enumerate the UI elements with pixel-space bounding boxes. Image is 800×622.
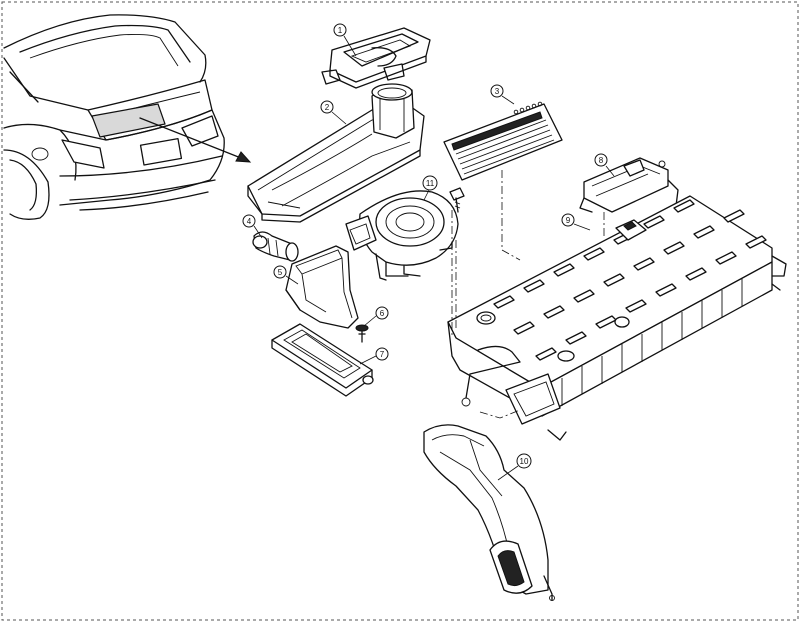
location-arrow: [139, 117, 247, 161]
callout-1: 1: [333, 23, 347, 37]
callout-number: 10: [520, 457, 529, 466]
part-5-lower-duct: [285, 245, 359, 329]
callout-7: 7: [375, 347, 389, 361]
part-9-battery-pack: [447, 195, 787, 441]
callout-number: 7: [380, 350, 385, 359]
callout-number: 6: [380, 309, 385, 318]
callout-number: 4: [247, 217, 252, 226]
callout-2: 2: [320, 100, 334, 114]
part-7-lower-grille: [271, 323, 374, 397]
part-11-blower-fan: [345, 190, 459, 281]
part-2-upper-air-duct: [247, 83, 425, 223]
trunk-highlight: [91, 103, 166, 138]
callout-number: 1: [338, 26, 343, 35]
callout-6: 6: [375, 306, 389, 320]
callout-number: 9: [566, 216, 571, 225]
part-8-junction-block: [579, 157, 687, 213]
part-1-inlet-duct-cover: [321, 27, 431, 89]
vehicle-rear-view: [3, 14, 252, 220]
bolt: [449, 187, 465, 213]
callout-5: 5: [273, 265, 287, 279]
callout-9: 9: [561, 213, 575, 227]
callout-number: 8: [599, 156, 604, 165]
callout-4: 4: [242, 214, 256, 228]
leader-lines: [253, 35, 615, 481]
callout-number: 3: [495, 87, 500, 96]
part-4-elbow-hose: [252, 231, 299, 262]
part-6-clip: [355, 324, 369, 343]
callout-number: 5: [278, 268, 283, 277]
callout-3: 3: [490, 84, 504, 98]
callout-10: 10: [516, 453, 532, 469]
part-10-exhaust-duct: [423, 424, 555, 601]
callout-8: 8: [594, 153, 608, 167]
callout-11: 11: [422, 175, 438, 191]
alignment-lines: [451, 170, 605, 419]
callout-number: 2: [325, 103, 330, 112]
part-3-caution-label: [443, 101, 563, 181]
callout-number: 11: [426, 179, 435, 188]
